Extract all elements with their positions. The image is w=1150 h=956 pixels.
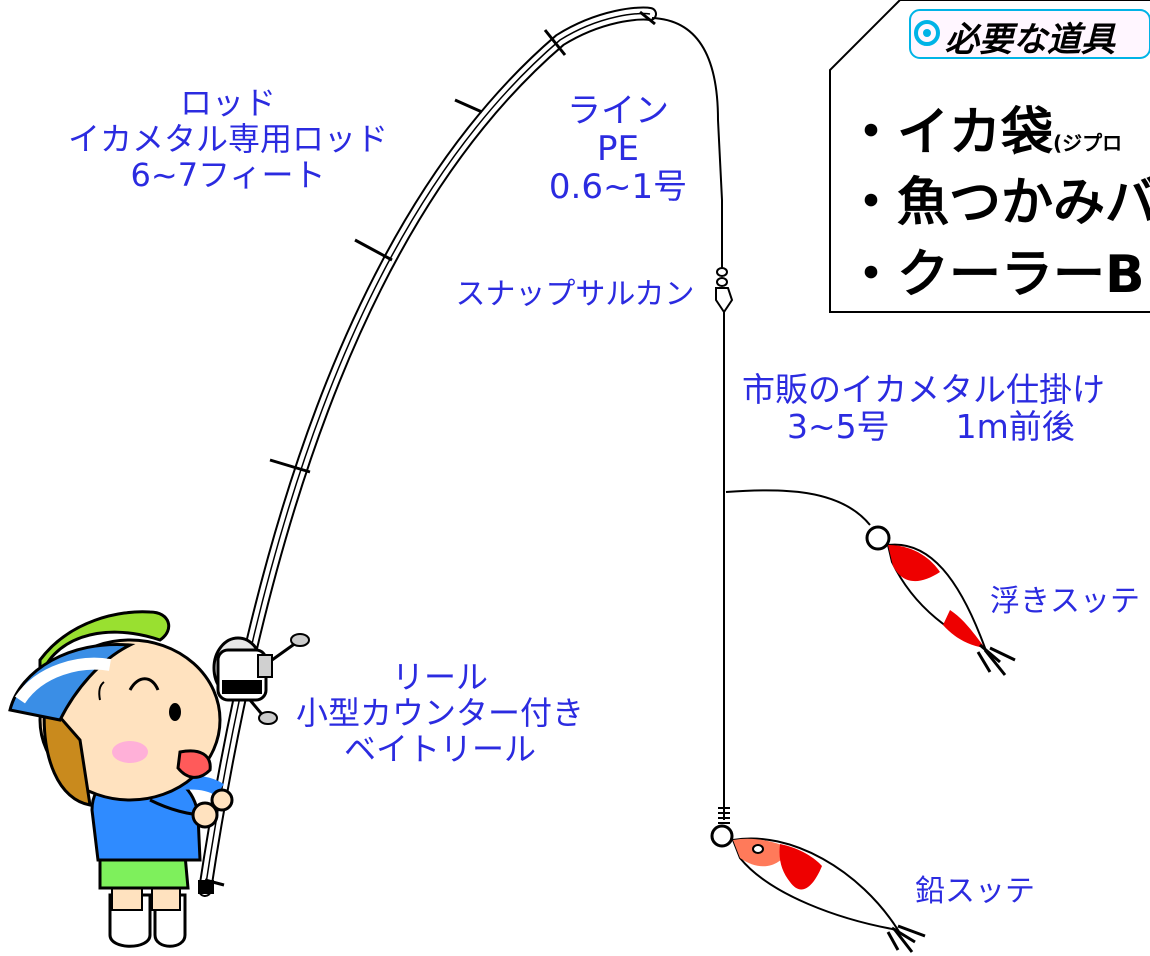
rig-label: 市販のイカメタル仕掛け 3~5号 1m前後 bbox=[742, 370, 1105, 446]
reel-handle-knob bbox=[290, 633, 310, 647]
rod-guide bbox=[354, 238, 393, 262]
rod-butt-cap bbox=[198, 880, 214, 894]
kid-mouth bbox=[176, 749, 212, 779]
kid-eye bbox=[169, 703, 181, 721]
lead-sutte-label: 鉛スッテ bbox=[915, 874, 1035, 909]
kid-hair bbox=[42, 696, 92, 807]
tools-item-3: ・クーラーB bbox=[845, 245, 1145, 305]
kid-character bbox=[8, 610, 234, 948]
fishing-line bbox=[651, 17, 725, 820]
tools-box bbox=[829, 0, 1150, 313]
line-label: ライン PE 0.6~1号 bbox=[548, 91, 688, 208]
spiral-icon bbox=[914, 20, 940, 46]
rod-guide bbox=[543, 29, 567, 56]
rod-tip-guide bbox=[639, 10, 656, 26]
float-sutte bbox=[865, 525, 1016, 676]
tools-item-1-note: (ジプロ bbox=[1053, 131, 1123, 155]
snap-swivel-label: スナップサルカン bbox=[455, 277, 695, 312]
tools-title: 必要な道具 bbox=[945, 20, 1115, 60]
rod-guide bbox=[269, 458, 311, 474]
float-sutte-label: 浮きスッテ bbox=[990, 585, 1140, 619]
tools-item-2: ・魚つかみバ bbox=[845, 173, 1150, 233]
reel-label: リール 小型カウンター付き ベイトリール bbox=[295, 658, 584, 768]
rod-label: ロッド イカメタル専用ロッド 6~7フィート bbox=[67, 84, 388, 194]
tools-item-1: ・イカ袋(ジプロ bbox=[845, 103, 1123, 163]
rod-guide bbox=[454, 98, 483, 114]
baitcast-reel bbox=[212, 633, 310, 725]
snap-swivel bbox=[715, 267, 734, 314]
tools-title-badge bbox=[909, 9, 1150, 59]
lead-sutte bbox=[710, 807, 926, 953]
